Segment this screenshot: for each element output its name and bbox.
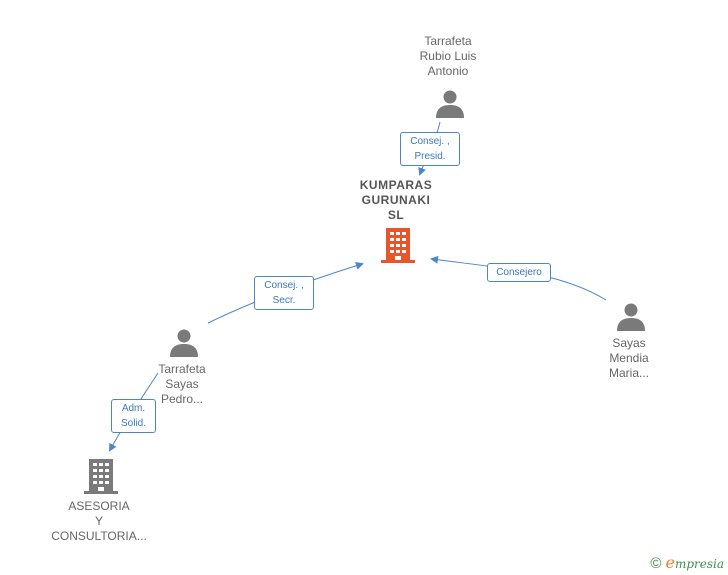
node-label-asesoria[interactable]: ASESORIA Y CONSULTORIA... xyxy=(44,499,154,544)
node-label-tarrafeta-rubio[interactable]: Tarrafeta Rubio Luis Antonio xyxy=(396,34,500,79)
node-label-line: Sayas xyxy=(612,336,646,350)
person-icon[interactable] xyxy=(169,328,199,358)
node-label-line: Pedro... xyxy=(160,392,204,406)
brand-initial: e xyxy=(665,553,675,572)
copyright-icon: © xyxy=(650,555,662,572)
node-label-tarrafeta-sayas[interactable]: Tarrafeta Sayas Pedro... xyxy=(134,362,230,407)
edge-label-adm-solid[interactable]: Adm. Solid. xyxy=(111,399,156,433)
person-icon[interactable] xyxy=(435,89,465,119)
edge-label-consej-presid[interactable]: Consej. , Presid. xyxy=(400,132,460,166)
node-label-line: Sayas xyxy=(165,377,199,391)
node-label-line: Tarrafeta xyxy=(158,362,206,376)
node-label-line: Rubio Luis xyxy=(419,49,477,63)
node-label-kumparas[interactable]: KUMPARAS GURUNAKI SL xyxy=(346,178,446,223)
brand-name: mpresia xyxy=(674,557,724,571)
node-label-sayas-mendia[interactable]: Sayas Mendia Maria... xyxy=(586,336,672,381)
empresia-brand[interactable]: ©empresia xyxy=(650,553,724,572)
edge-label-line: Consej. , xyxy=(264,280,304,291)
node-label-line: ASESORIA xyxy=(68,499,130,513)
edge-label-line: Adm. xyxy=(121,403,146,414)
node-label-line: CONSULTORIA... xyxy=(51,529,147,543)
node-label-line: Maria... xyxy=(608,366,649,380)
edge-label-line: Secr. xyxy=(272,295,296,306)
edge-label-consej-secr[interactable]: Consej. , Secr. xyxy=(254,276,314,310)
node-label-line: GURUNAKI xyxy=(361,193,431,207)
node-label-line: Y xyxy=(94,514,103,528)
node-label-line: SL xyxy=(387,208,405,222)
node-label-line: Mendia xyxy=(609,351,649,365)
edge-label-line: Consejero xyxy=(496,267,542,278)
person-icon[interactable] xyxy=(616,302,646,332)
edge-label-consejero[interactable]: Consejero xyxy=(487,263,551,282)
node-label-line: KUMPARAS xyxy=(359,178,433,192)
building-icon-main[interactable] xyxy=(381,228,415,264)
edge-label-line: Solid. xyxy=(120,418,146,429)
node-label-line: Tarrafeta xyxy=(424,34,472,48)
edge-label-line: Consej. , xyxy=(410,136,450,147)
node-label-line: Antonio xyxy=(427,64,469,78)
building-icon[interactable] xyxy=(84,459,118,495)
edge-label-line: Presid. xyxy=(414,151,446,162)
